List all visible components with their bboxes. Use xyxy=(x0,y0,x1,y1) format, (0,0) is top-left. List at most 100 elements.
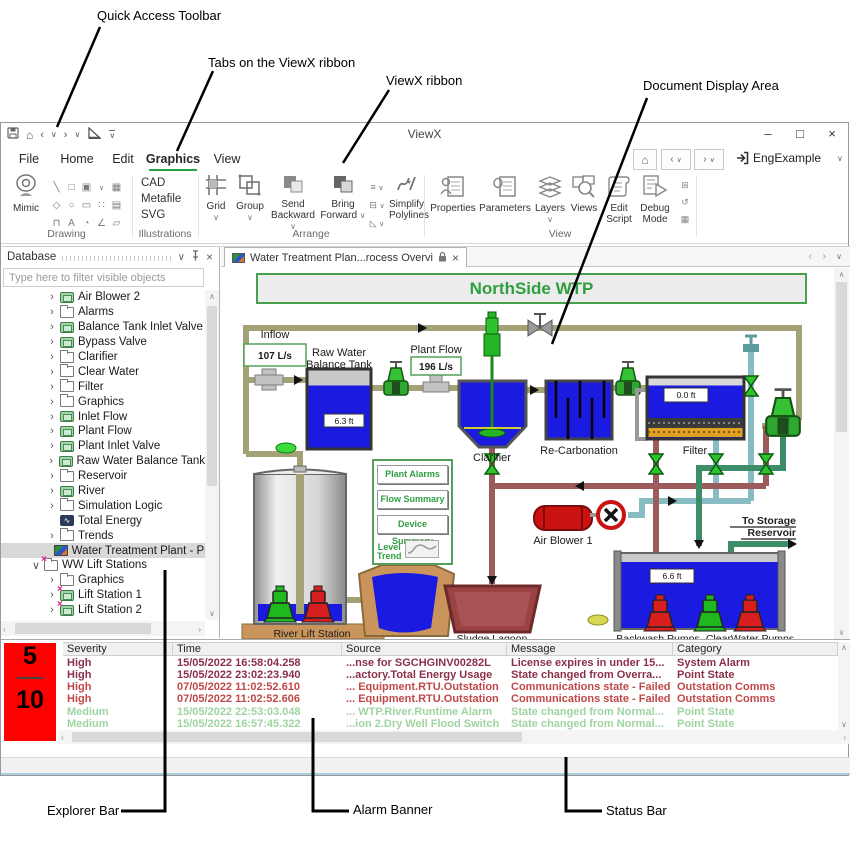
tree-item-river[interactable]: ›River xyxy=(1,484,205,499)
scrollbar-thumb[interactable] xyxy=(15,623,151,634)
scroll-right-icon[interactable]: › xyxy=(198,625,201,634)
alarm-row-message[interactable]: State changed from Normal... xyxy=(511,718,664,730)
tree-item-lift-station-1[interactable]: ›Lift Station 1 xyxy=(1,584,205,603)
expand-chevron-icon[interactable]: › xyxy=(50,574,54,587)
expand-chevron-icon[interactable]: › xyxy=(50,529,54,542)
river-lift-station[interactable]: River Lift Station xyxy=(241,465,385,639)
grid-dropdown-icon[interactable]: ∨ xyxy=(213,213,219,222)
expand-chevron-icon[interactable]: › xyxy=(50,485,54,498)
backwash-riser-valve-icon[interactable] xyxy=(743,375,759,397)
metafile-button[interactable]: Metafile xyxy=(141,193,182,205)
expand-chevron-icon[interactable]: › xyxy=(50,440,54,453)
document-tab[interactable]: Water Treatment Plan...rocess Overvi × xyxy=(224,247,467,267)
tree-item-raw-water-balance-tank[interactable]: ›Raw Water Balance Tank xyxy=(1,454,205,469)
scrollbar-thumb[interactable] xyxy=(207,306,217,486)
expand-chevron-icon[interactable]: › xyxy=(50,425,54,438)
column-header-severity[interactable]: Severity xyxy=(63,642,173,656)
tree-item-bypass-valve[interactable]: ›Bypass Valve xyxy=(1,335,205,350)
tree-horizontal-scrollbar[interactable]: ‹ › xyxy=(1,621,205,636)
alarm-row-severity[interactable]: High xyxy=(67,681,92,693)
alarm-row-time[interactable]: 07/05/2022 11:02:52.610 xyxy=(177,681,300,693)
scroll-left-icon[interactable]: ‹ xyxy=(61,733,64,742)
alarm-row-time[interactable]: 15/05/2022 22:53:03.048 xyxy=(177,706,301,718)
expand-chevron-icon[interactable]: › xyxy=(50,395,54,408)
setsquare-tool-icon[interactable] xyxy=(87,126,102,144)
tree-item-total-energy[interactable]: ›∿Total Energy xyxy=(1,513,205,528)
expand-chevron-icon[interactable]: › xyxy=(50,380,54,393)
column-header-category[interactable]: Category xyxy=(673,642,838,656)
debug-mode-button[interactable]: Debug Mode xyxy=(637,174,673,225)
layers-dropdown-icon[interactable]: ∨ xyxy=(547,215,553,224)
tab-view[interactable]: View xyxy=(213,152,241,166)
flow-summary-button[interactable]: Flow Summary xyxy=(377,490,448,509)
expand-chevron-icon[interactable]: › xyxy=(50,336,54,349)
maximize-button[interactable]: □ xyxy=(796,126,804,141)
table-tool-icon[interactable]: ▦ xyxy=(111,182,122,193)
scroll-up-icon[interactable]: ∧ xyxy=(841,643,847,652)
current-user[interactable]: EngExample xyxy=(753,151,822,165)
grid-button[interactable]: Grid∨ xyxy=(201,174,231,223)
sludge-lagoon[interactable]: Sludge Lagoon xyxy=(443,584,542,639)
cad-button[interactable]: CAD xyxy=(141,177,166,189)
scroll-down-icon[interactable]: ∨ xyxy=(841,720,847,729)
clarifier[interactable]: Clarifier xyxy=(457,311,528,464)
filter-outlet-valve-icon[interactable] xyxy=(708,453,724,475)
filter-input[interactable] xyxy=(3,268,204,287)
butterfly-valve-icon[interactable] xyxy=(527,313,553,337)
distribute-icon[interactable]: ⊟ ∨ xyxy=(369,200,385,210)
collapse-chevron-icon[interactable]: ∨ xyxy=(31,559,41,572)
tree-item-plant-flow[interactable]: ›Plant Flow xyxy=(1,424,205,439)
properties-button[interactable]: Properties xyxy=(429,174,477,214)
group-dropdown-icon[interactable]: ∨ xyxy=(247,213,253,222)
tree-item-clarifier[interactable]: ›Clarifier xyxy=(1,349,205,365)
alarm-row-severity[interactable]: Medium xyxy=(67,718,109,730)
logon-icon[interactable] xyxy=(735,151,749,170)
alarm-row-message[interactable]: Communications state - Failed xyxy=(511,693,671,705)
tree-item-plant-inlet-valve[interactable]: ›Plant Inlet Valve xyxy=(1,439,205,454)
axes-tool-icon[interactable]: ∠ xyxy=(97,218,106,229)
views-button[interactable]: Views xyxy=(567,174,601,214)
user-dropdown-icon[interactable]: ∨ xyxy=(837,154,843,163)
home-icon[interactable]: ⌂ xyxy=(26,128,34,142)
text-tool-icon[interactable]: A xyxy=(68,218,75,229)
alarm-row-category[interactable]: Outstation Comms xyxy=(677,693,776,705)
alarm-horizontal-scrollbar[interactable]: ‹ › xyxy=(58,730,850,744)
expand-chevron-icon[interactable]: › xyxy=(50,306,54,319)
scroll-down-icon[interactable]: ∨ xyxy=(209,609,215,618)
alarm-count-box[interactable]: 5 10 xyxy=(4,643,56,741)
tree-item-simulation-logic[interactable]: ›Simulation Logic xyxy=(1,498,205,513)
alarm-row-source[interactable]: ...ion 2.Dry Well Flood Switch xyxy=(346,718,500,730)
scroll-left-icon[interactable]: ‹ xyxy=(3,625,6,634)
alarm-row-category[interactable]: Point State xyxy=(677,706,735,718)
mimic-button[interactable]: Mimic xyxy=(7,174,45,214)
balance-tank-outlet-valve-icon[interactable] xyxy=(383,361,409,396)
edit-script-button[interactable]: Edit Script xyxy=(603,174,635,225)
tree-item-ww-graphics[interactable]: ›Graphics xyxy=(1,572,205,588)
group-button[interactable]: Group∨ xyxy=(234,174,266,223)
expand-chevron-icon[interactable]: › xyxy=(50,351,54,363)
rotate-icon[interactable]: ◺ ∨ xyxy=(369,218,385,228)
tab-close-icon[interactable]: × xyxy=(451,250,459,265)
expand-chevron-icon[interactable]: › xyxy=(50,291,54,304)
tree-item-ww-lift-stations[interactable]: ∨WW Lift Stations xyxy=(1,554,205,573)
alarm-row-source[interactable]: ...nse for SGCHGINV00282L xyxy=(346,657,491,669)
plant-flow-indicator[interactable]: Plant Flow 196 L/s xyxy=(410,344,462,376)
recarbonation-tank[interactable]: Re-Carbonation xyxy=(540,379,618,457)
stamp-tool-icon[interactable]: ⊓ xyxy=(52,218,61,229)
polygon-tool-icon[interactable]: ◇ xyxy=(52,200,61,211)
mimic-canvas[interactable]: NorthSide WTP xyxy=(222,268,833,639)
tree-item-graphics[interactable]: ›Graphics xyxy=(1,394,205,409)
expand-chevron-icon[interactable]: › xyxy=(50,365,54,378)
tab-list-dropdown-icon[interactable]: ∨ xyxy=(836,252,842,261)
scroll-down-icon[interactable]: ∨ xyxy=(838,628,845,637)
expand-chevron-icon[interactable]: › xyxy=(50,410,54,423)
filter-tank[interactable]: 0.0 ft Filter xyxy=(635,375,746,457)
alarm-row-source[interactable]: ... Equipment.RTU.Outstation xyxy=(346,681,499,693)
air-blower-1[interactable]: Air Blower 1 xyxy=(533,500,626,547)
picture-tool-icon[interactable]: ▤ xyxy=(111,200,122,211)
scroll-right-icon[interactable]: › xyxy=(843,733,846,742)
tab-scroll-right-icon[interactable]: › xyxy=(822,251,826,262)
alarm-row-source[interactable]: ...actory.Total Energy Usage xyxy=(346,669,493,681)
alarm-row-source[interactable]: ... Equipment.RTU.Outstation xyxy=(346,693,499,705)
alarm-row-time[interactable]: 15/05/2022 16:58:04.258 xyxy=(177,657,301,669)
